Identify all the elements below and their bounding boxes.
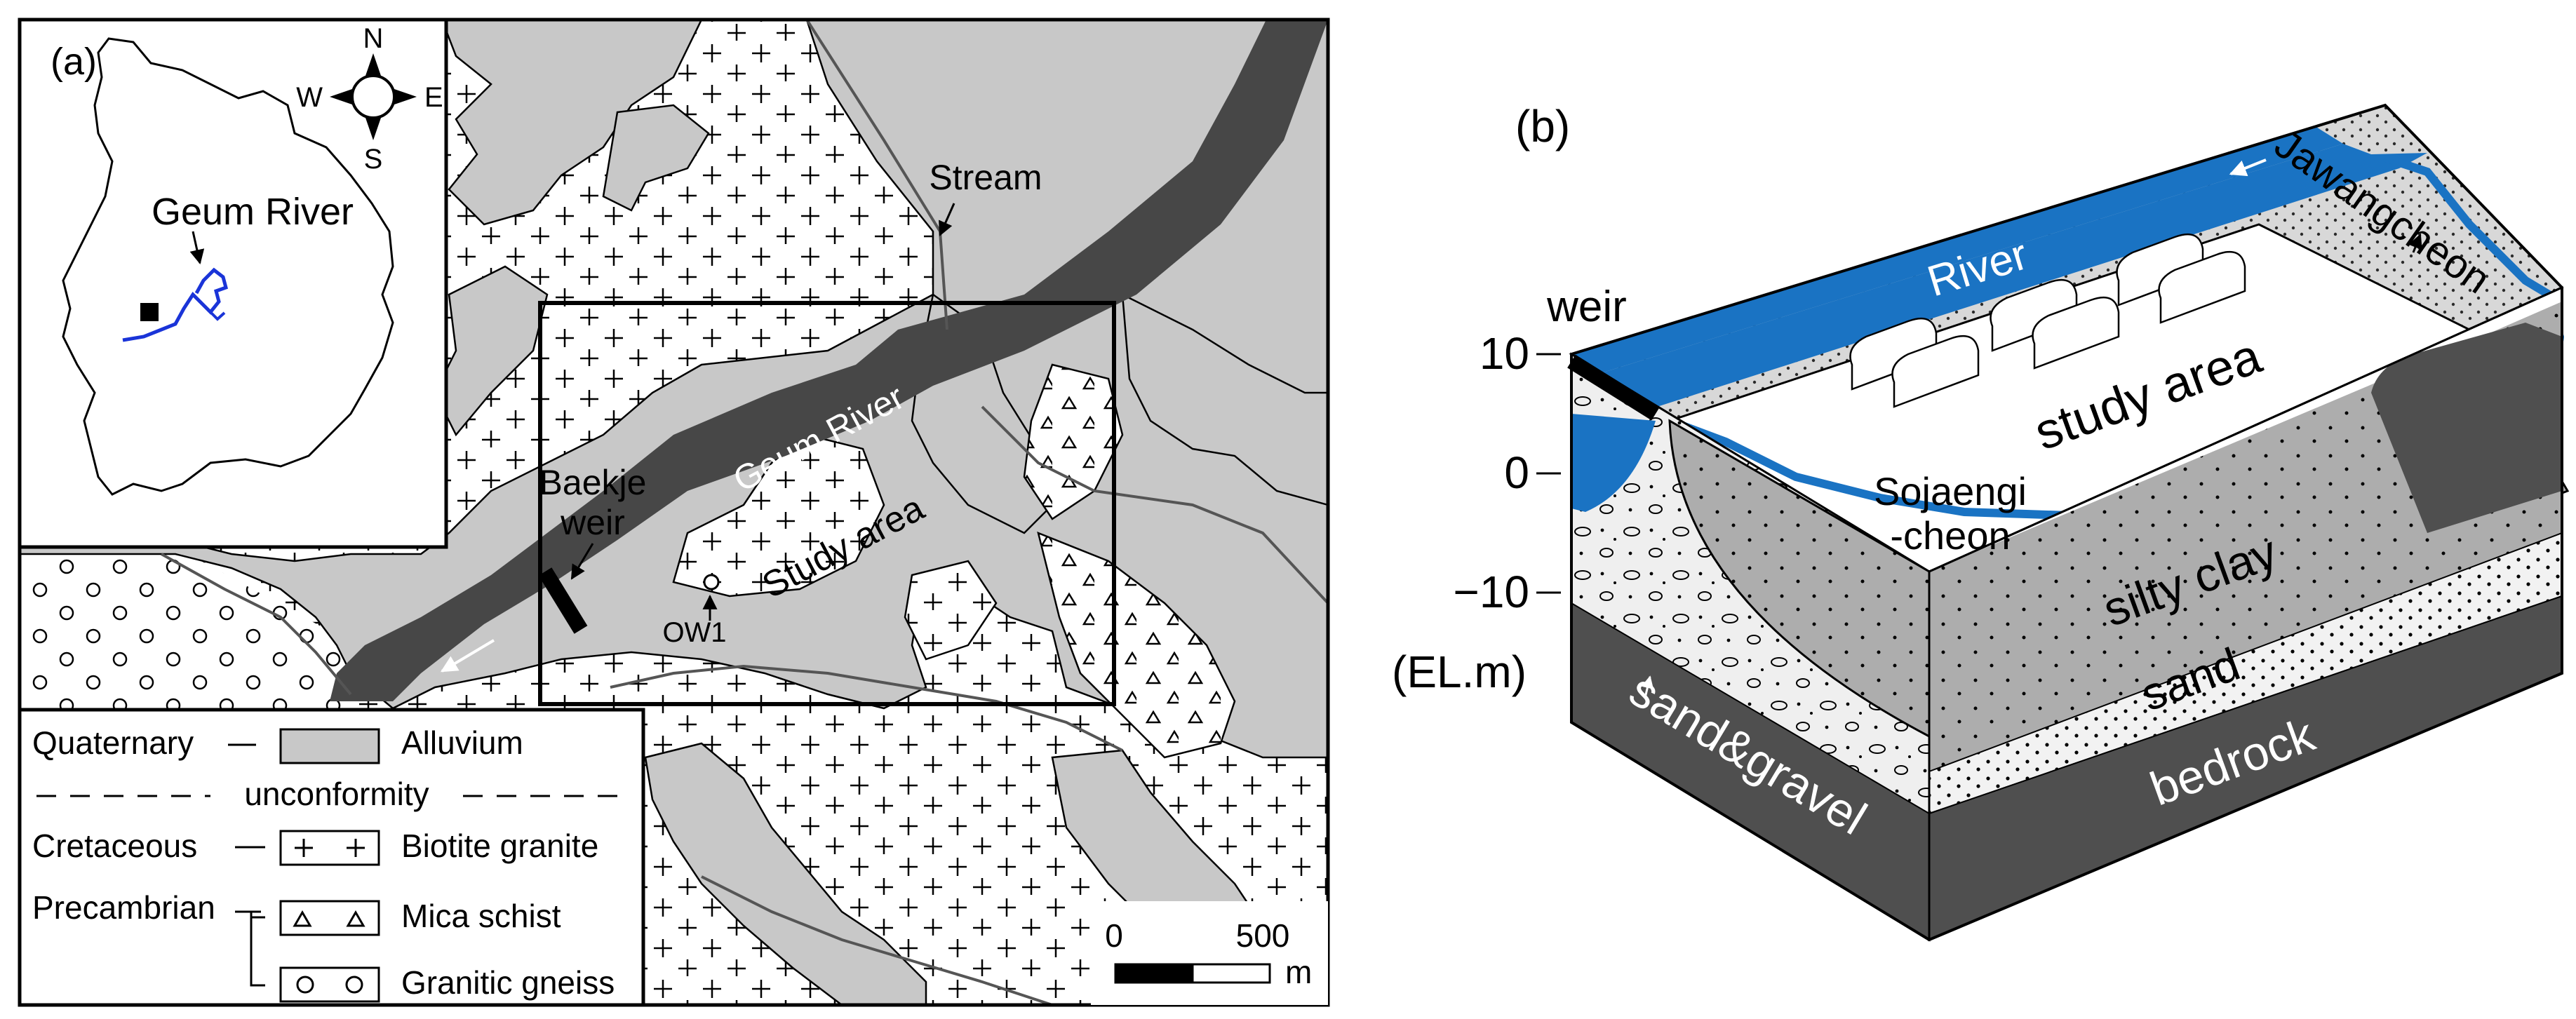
geum-river-channel bbox=[330, 20, 1328, 701]
block-river-flow-arrow bbox=[2229, 158, 2267, 177]
ow1-well-marker bbox=[703, 574, 720, 591]
river-band-upper bbox=[1571, 126, 2343, 382]
river-flow-arrow bbox=[440, 639, 495, 673]
legend-quaternary: Quaternary bbox=[32, 724, 194, 761]
weir-arrow bbox=[570, 543, 594, 580]
legend-alluvium: Alluvium bbox=[401, 724, 523, 761]
svg-text:E: E bbox=[424, 82, 443, 113]
jawangcheon-channel bbox=[2384, 154, 2563, 306]
baekje-weir-marker bbox=[538, 567, 588, 634]
legend-mica-schist: Mica schist bbox=[401, 898, 561, 934]
elevation-unit: (EL.m) bbox=[1392, 647, 1527, 697]
bedrock-ridge bbox=[2371, 323, 2562, 533]
inset-study-area-marker bbox=[140, 303, 159, 321]
legend-cretaceous: Cretaceous bbox=[32, 828, 197, 864]
weir-label-line2: weir bbox=[560, 503, 625, 542]
study-area-box bbox=[538, 301, 1116, 706]
stream-label: Stream bbox=[929, 158, 1042, 197]
legend-biotite-granite: Biotite granite bbox=[401, 828, 598, 864]
greenhouses bbox=[1849, 233, 2246, 408]
elev-tick-neg10: −10 bbox=[1453, 567, 1529, 617]
legend-unconformity: unconformity bbox=[244, 776, 429, 812]
svg-text:N: N bbox=[363, 23, 384, 54]
panel-b-label: (b) bbox=[1515, 101, 1570, 151]
legend: Quaternary Alluvium unconformity Cretace… bbox=[18, 708, 645, 1007]
sojaengi-label-line2: -cheon bbox=[1890, 513, 2010, 558]
elev-tick-0: 0 bbox=[1504, 447, 1529, 498]
scale-bar: 0 500 m bbox=[1091, 901, 1328, 1005]
inset-river-arrow bbox=[189, 231, 205, 265]
legend-alluvium-swatch bbox=[279, 728, 380, 764]
inset-map: (a) Geum River N S E W bbox=[18, 18, 448, 549]
legend-granitic-gneiss: Granitic gneiss bbox=[401, 964, 615, 1001]
legend-granitic-gneiss-swatch bbox=[279, 966, 380, 1003]
weir-pool bbox=[1571, 414, 1656, 512]
svg-text:S: S bbox=[364, 144, 383, 175]
streams bbox=[161, 20, 1328, 1005]
inset-river-label: Geum River bbox=[152, 191, 354, 233]
svg-text:m: m bbox=[1285, 954, 1312, 990]
river-band bbox=[1571, 144, 2427, 421]
legend-precambrian: Precambrian bbox=[32, 889, 215, 926]
block-weir-marker bbox=[1567, 354, 1660, 421]
ow1-label: OW1 bbox=[662, 617, 726, 648]
jawangcheon-arrow bbox=[2408, 234, 2422, 253]
sojaengi-label-line1: Sojaengi bbox=[1874, 469, 2027, 513]
stream-arrow bbox=[939, 203, 955, 236]
elevation-axis: 10 0 −10 (EL.m) bbox=[1392, 328, 1561, 697]
weir-label-line1: Baekje bbox=[539, 463, 647, 502]
svg-text:0: 0 bbox=[1105, 917, 1123, 954]
legend-mica-schist-swatch bbox=[279, 900, 380, 936]
panel-a-label: (a) bbox=[51, 41, 97, 83]
svg-text:W: W bbox=[296, 82, 323, 113]
elev-tick-10: 10 bbox=[1480, 328, 1529, 379]
svg-text:500: 500 bbox=[1236, 917, 1290, 954]
inset-province-outline bbox=[62, 37, 394, 496]
compass-rose-icon: N S E W bbox=[296, 23, 443, 175]
sand-gravel-arrow bbox=[1641, 675, 1654, 699]
panel-b-block-diagram: (b) bbox=[1392, 101, 2570, 942]
block-weir-label: weir bbox=[1546, 283, 1627, 331]
